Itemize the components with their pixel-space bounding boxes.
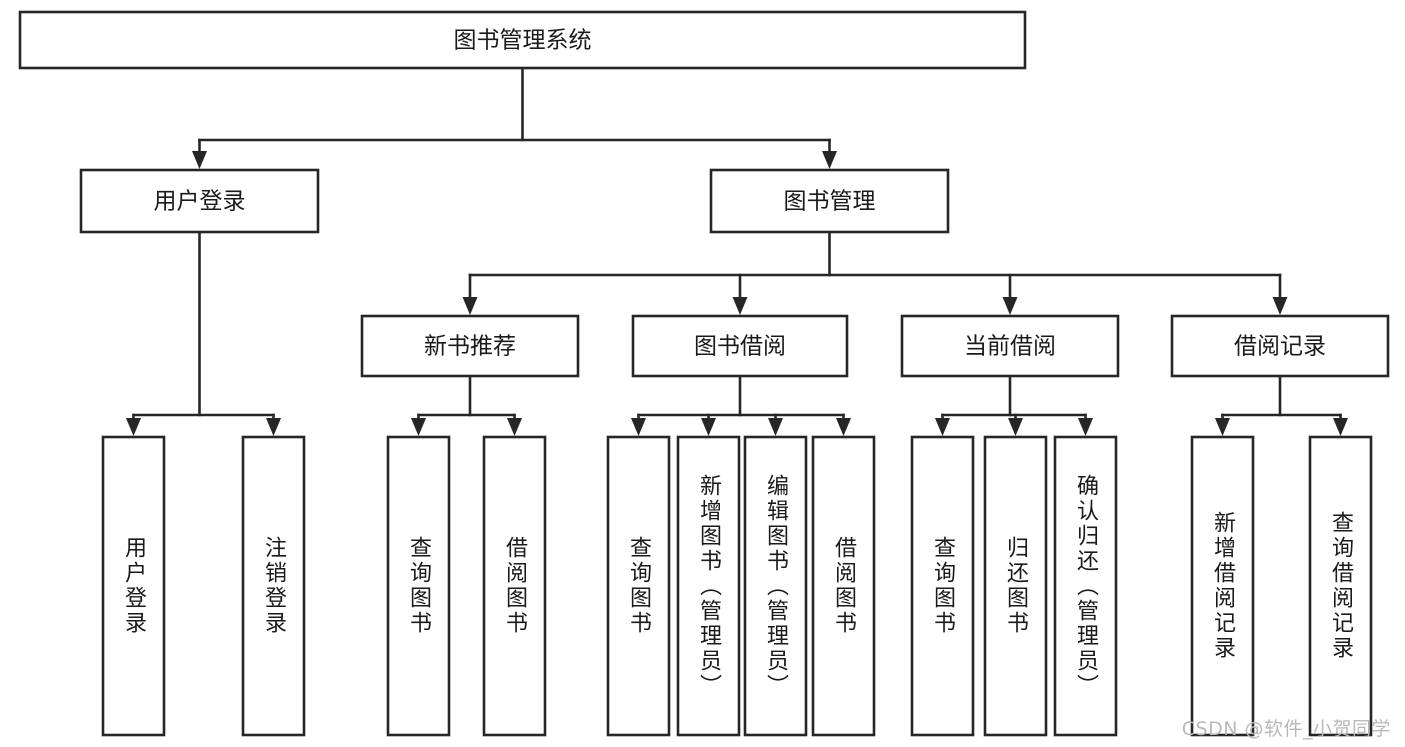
new-book-recommend-leaves-arrow-0 (411, 418, 426, 436)
node-box-book-borrow[interactable] (631, 314, 849, 378)
node-box-leaf-query-record[interactable] (1308, 435, 1373, 737)
user-login-leaves-arrow-0 (126, 418, 141, 436)
node-label-book-manage: 图书管理 (784, 189, 876, 215)
node-box-leaf-add-book[interactable] (676, 435, 741, 737)
node-box-new-book-recommend[interactable] (360, 314, 580, 378)
book-manage-arrow-3 (1272, 297, 1288, 315)
book-borrow-leaves-arrow-0 (631, 418, 646, 436)
node-box-leaf-user-logout[interactable] (241, 435, 306, 737)
node-label-new-book-recommend: 新书推荐 (424, 334, 516, 360)
book-manage-arrow-1 (732, 297, 748, 315)
node-box-leaf-query-book-2[interactable] (606, 435, 671, 737)
current-borrow-leaves-arrow-0 (935, 418, 950, 436)
node-box-leaf-query-book-1[interactable] (386, 435, 451, 737)
node-label-title: 图书管理系统 (454, 28, 592, 54)
csdn-watermark: CSDN @软件_小贺同学 (1181, 718, 1391, 740)
book-borrow-leaves-arrow-2 (768, 418, 783, 436)
connector-layer (126, 66, 1348, 436)
book-borrow-leaves-arrow-1 (701, 418, 716, 436)
node-box-leaf-query-book-3[interactable] (910, 435, 975, 737)
node-box-leaf-edit-book[interactable] (743, 435, 808, 737)
borrow-record-leaves-arrow-0 (1215, 418, 1230, 436)
title-arrow-0 (192, 151, 207, 169)
book-borrow-leaves-arrow-3 (836, 418, 851, 436)
current-borrow-leaves-arrow-2 (1078, 418, 1093, 436)
node-box-book-manage[interactable] (709, 168, 950, 234)
current-borrow-leaves-arrow-1 (1008, 418, 1023, 436)
user-login-leaves-arrow-1 (266, 418, 281, 436)
box-layer (18, 10, 1390, 737)
node-box-user-login[interactable] (79, 168, 320, 234)
node-box-leaf-return-book[interactable] (983, 435, 1048, 737)
node-box-leaf-user-login[interactable] (101, 435, 166, 737)
node-label-book-borrow: 图书借阅 (694, 334, 786, 360)
book-manage-arrow-2 (1002, 297, 1018, 315)
node-box-leaf-borrow-book-1[interactable] (482, 435, 547, 737)
node-box-current-borrow[interactable] (900, 314, 1120, 378)
node-label-user-login: 用户登录 (154, 189, 246, 215)
node-label-borrow-record: 借阅记录 (1234, 334, 1326, 360)
node-box-leaf-borrow-book-2[interactable] (811, 435, 876, 737)
node-label-current-borrow: 当前借阅 (964, 334, 1056, 360)
book-manage-arrow-0 (462, 297, 478, 315)
borrow-record-leaves-arrow-1 (1333, 418, 1348, 436)
node-box-leaf-confirm-return[interactable] (1053, 435, 1118, 737)
title-arrow-1 (822, 151, 837, 169)
node-box-borrow-record[interactable] (1170, 314, 1390, 378)
new-book-recommend-leaves-arrow-1 (507, 418, 522, 436)
node-box-title[interactable] (18, 10, 1027, 70)
node-box-leaf-add-record[interactable] (1190, 435, 1255, 737)
